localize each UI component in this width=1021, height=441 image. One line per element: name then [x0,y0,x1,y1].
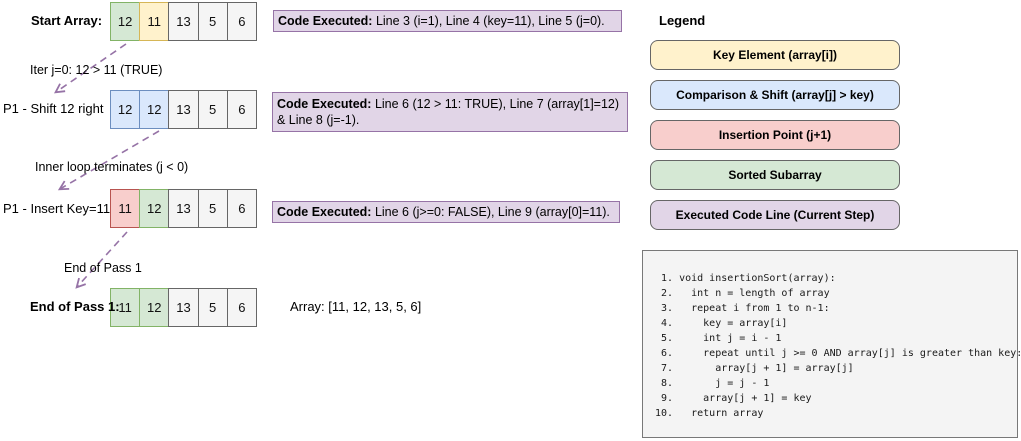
array-cell: 5 [197,189,228,228]
legend-item-sorted: Sorted Subarray [650,160,900,190]
step-note-end-of-pass: End of Pass 1 [64,261,142,275]
legend-item-insertion: Insertion Point (j+1) [650,120,900,150]
code-executed-text: Line 6 (j>=0: FALSE), Line 9 (array[0]=1… [371,205,610,219]
row-label-insert-key: P1 - Insert Key=11 [3,201,111,216]
code-executed-text: Line 6 (12 > 11: TRUE), Line 7 (array[1]… [371,97,620,111]
array-cell: 12 [139,189,170,228]
array-cell: 6 [226,189,257,228]
array-cell: 11 [110,189,141,228]
array-state-end-of-pass: 11 12 13 5 6 [110,288,257,327]
array-cell: 13 [168,2,199,41]
code-executed-prefix: Code Executed: [277,97,372,111]
code-executed-text-line2: & Line 8 (j=-1). [277,113,360,127]
row-label-start-array: Start Array: [31,13,103,28]
array-state-insert: 11 12 13 5 6 [110,189,257,228]
array-cell: 6 [226,288,257,327]
legend-title: Legend [659,13,706,28]
dashed-arrow-3-icon [75,231,128,289]
dashed-arrow-1-icon [54,43,127,94]
array-cell: 5 [197,2,228,41]
array-state-start: 12 11 13 5 6 [110,2,257,41]
code-executed-prefix: Code Executed: [278,14,373,28]
array-cell: 12 [139,90,170,129]
legend-item-executed: Executed Code Line (Current Step) [650,200,900,230]
code-executed-text: Line 3 (i=1), Line 4 (key=11), Line 5 (j… [372,14,605,28]
step-note-loop-ends: Inner loop terminates (j < 0) [35,160,189,174]
result-array-text: Array: [11, 12, 13, 5, 6] [290,299,422,314]
array-cell: 6 [226,90,257,129]
row-label-end-of-pass: End of Pass 1: [30,299,120,314]
row-label-shift: P1 - Shift 12 right [3,101,104,116]
code-executed-prefix: Code Executed: [277,205,372,219]
array-cell: 13 [168,288,199,327]
array-cell: 12 [139,288,170,327]
legend-item-comparison: Comparison & Shift (array[j] > key) [650,80,900,110]
array-cell: 6 [226,2,257,41]
array-cell: 11 [139,2,170,41]
array-cell: 5 [197,288,228,327]
array-cell: 13 [168,90,199,129]
pseudocode-listing: 1. void insertionSort(array): 2. int n =… [655,273,1021,419]
step-note-iteration: Iter j=0: 12 > 11 (TRUE) [30,63,163,77]
array-state-shift: 12 12 13 5 6 [110,90,257,129]
code-executed-box-1: Code Executed: Line 3 (i=1), Line 4 (key… [273,10,622,32]
array-cell: 12 [110,2,141,41]
array-cell: 5 [197,90,228,129]
legend-item-key: Key Element (array[i]) [650,40,900,70]
array-cell: 12 [110,90,141,129]
code-executed-box-2: Code Executed: Line 6 (12 > 11: TRUE), L… [272,92,628,132]
code-executed-box-3: Code Executed: Line 6 (j>=0: FALSE), Lin… [272,201,620,223]
array-cell: 13 [168,189,199,228]
pseudocode-panel: 1. void insertionSort(array): 2. int n =… [642,250,1021,438]
